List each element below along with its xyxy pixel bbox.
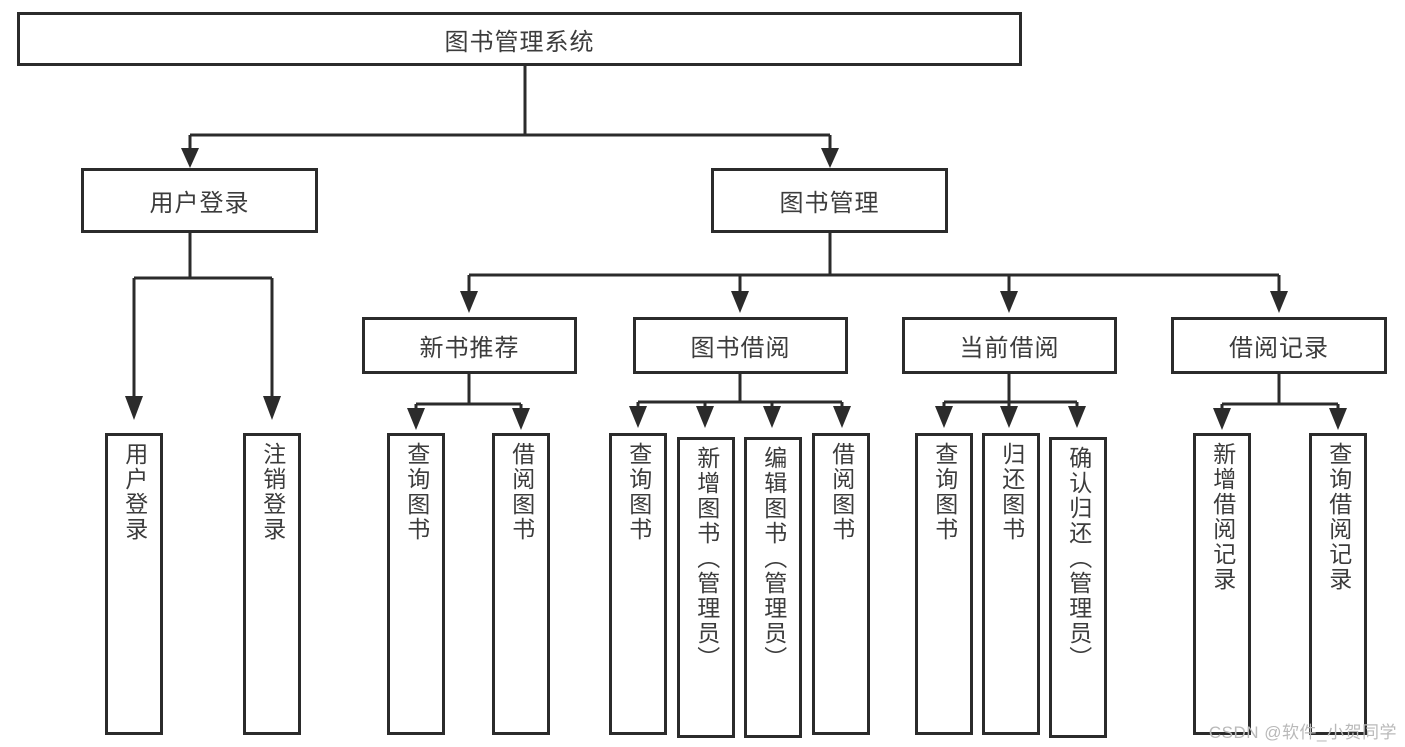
leaf-current-borrow-confirm-return-label: 确认归还（管理员）: [1065, 446, 1092, 671]
leaf-book-borrow-query[interactable]: 查询图书: [609, 433, 667, 735]
leaf-current-borrow-query-label: 查询图书: [931, 442, 958, 542]
node-book-borrow[interactable]: 图书借阅: [633, 317, 848, 374]
node-user-login[interactable]: 用户登录: [81, 168, 318, 233]
edge-new-book-to-leaves: [407, 374, 530, 430]
leaf-current-borrow-query[interactable]: 查询图书: [915, 433, 973, 735]
leaf-current-borrow-return[interactable]: 归还图书: [982, 433, 1040, 735]
leaf-borrow-record-query[interactable]: 查询借阅记录: [1309, 433, 1367, 735]
leaf-book-borrow-add[interactable]: 新增图书（管理员）: [677, 437, 735, 738]
node-borrow-record[interactable]: 借阅记录: [1171, 317, 1387, 374]
leaf-borrow-record-query-label: 查询借阅记录: [1325, 442, 1352, 592]
node-user-login-label: 用户登录: [149, 190, 250, 217]
edge-borrow-record-to-leaves: [1213, 374, 1347, 430]
leaf-current-borrow-confirm-return[interactable]: 确认归还（管理员）: [1049, 437, 1107, 738]
node-current-borrow-label: 当前借阅: [959, 335, 1060, 362]
leaf-book-borrow-borrow-label: 借阅图书: [828, 442, 855, 542]
leaf-book-borrow-query-label: 查询图书: [625, 442, 652, 542]
edge-user-login-to-leaves: [125, 233, 281, 420]
edge-root-to-level2: [181, 66, 839, 168]
edge-book-borrow-to-leaves: [629, 374, 851, 428]
leaf-book-borrow-add-label: 新增图书（管理员）: [693, 446, 720, 671]
node-new-book-recommend-label: 新书推荐: [419, 335, 520, 362]
leaf-user-login-signin[interactable]: 用户登录: [105, 433, 163, 735]
leaf-new-book-borrow[interactable]: 借阅图书: [492, 433, 550, 735]
leaf-user-login-signout[interactable]: 注销登录: [243, 433, 301, 735]
leaf-new-book-borrow-label: 借阅图书: [508, 442, 535, 542]
node-new-book-recommend[interactable]: 新书推荐: [362, 317, 577, 374]
node-borrow-record-label: 借阅记录: [1229, 335, 1329, 362]
node-book-borrow-label: 图书借阅: [690, 335, 791, 362]
edge-current-borrow-to-leaves: [935, 374, 1086, 428]
leaf-book-borrow-edit[interactable]: 编辑图书（管理员）: [744, 437, 802, 738]
leaf-current-borrow-return-label: 归还图书: [998, 442, 1025, 542]
leaf-user-login-signout-label: 注销登录: [259, 442, 286, 542]
node-root-system[interactable]: 图书管理系统: [17, 12, 1022, 66]
node-book-management-label: 图书管理: [779, 190, 880, 217]
leaf-book-borrow-borrow[interactable]: 借阅图书: [812, 433, 870, 735]
node-book-management[interactable]: 图书管理: [711, 168, 948, 233]
node-root-system-label: 图书管理系统: [444, 28, 595, 56]
node-current-borrow[interactable]: 当前借阅: [902, 317, 1117, 374]
watermark: CSDN @软件_小贺同学: [1208, 723, 1397, 742]
leaf-borrow-record-add-label: 新增借阅记录: [1209, 442, 1236, 592]
leaf-new-book-query[interactable]: 查询图书: [387, 433, 445, 735]
leaf-new-book-query-label: 查询图书: [403, 442, 430, 542]
leaf-user-login-signin-label: 用户登录: [121, 442, 148, 542]
edge-book-mgmt-to-level3: [460, 233, 1288, 313]
leaf-borrow-record-add[interactable]: 新增借阅记录: [1193, 433, 1251, 735]
leaf-book-borrow-edit-label: 编辑图书（管理员）: [760, 446, 787, 671]
